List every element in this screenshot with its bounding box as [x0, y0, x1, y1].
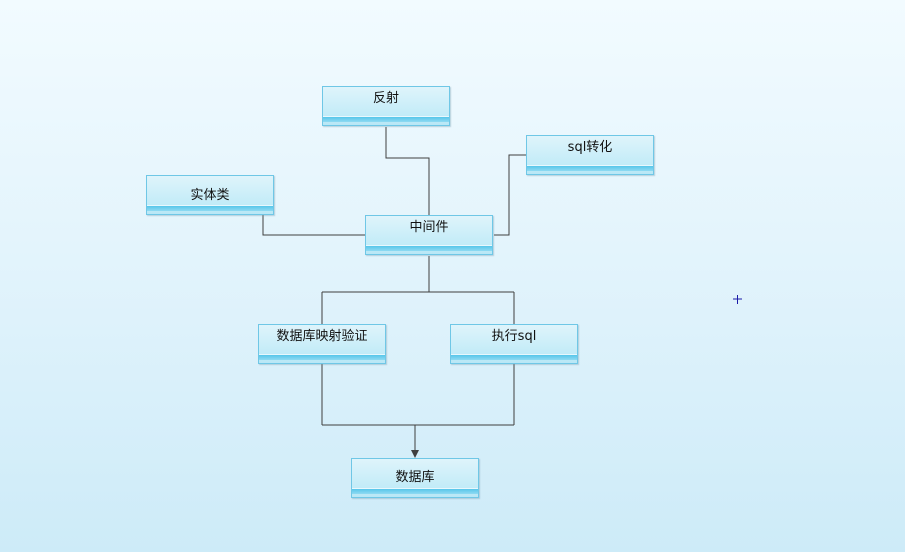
node-entity-class[interactable]: 实体类	[146, 175, 274, 215]
arrowhead-database	[411, 450, 419, 458]
node-label: 执行sql	[491, 329, 537, 344]
node-database[interactable]: 数据库	[351, 458, 479, 498]
node-middleware[interactable]: 中间件	[365, 215, 493, 255]
node-reflection[interactable]: 反射	[322, 86, 450, 126]
crosshair-cursor-icon	[733, 295, 742, 304]
connector-fanshe-to-middleware	[385, 127, 430, 215]
node-label: 中间件	[409, 220, 449, 235]
connector-sql-conversion-to-middleware	[494, 154, 526, 236]
node-sql-conversion[interactable]: sql转化	[526, 135, 654, 175]
node-execute-sql[interactable]: 执行sql	[450, 324, 578, 364]
connector-middleware-to-entity	[262, 204, 365, 236]
node-label: sql转化	[567, 140, 613, 155]
node-db-mapping-validation[interactable]: 数据库映射验证	[258, 324, 386, 364]
node-label: 数据库	[395, 470, 435, 485]
node-label: 反射	[372, 91, 399, 106]
node-label: 实体类	[190, 188, 230, 203]
node-label: 数据库映射验证	[276, 329, 368, 344]
